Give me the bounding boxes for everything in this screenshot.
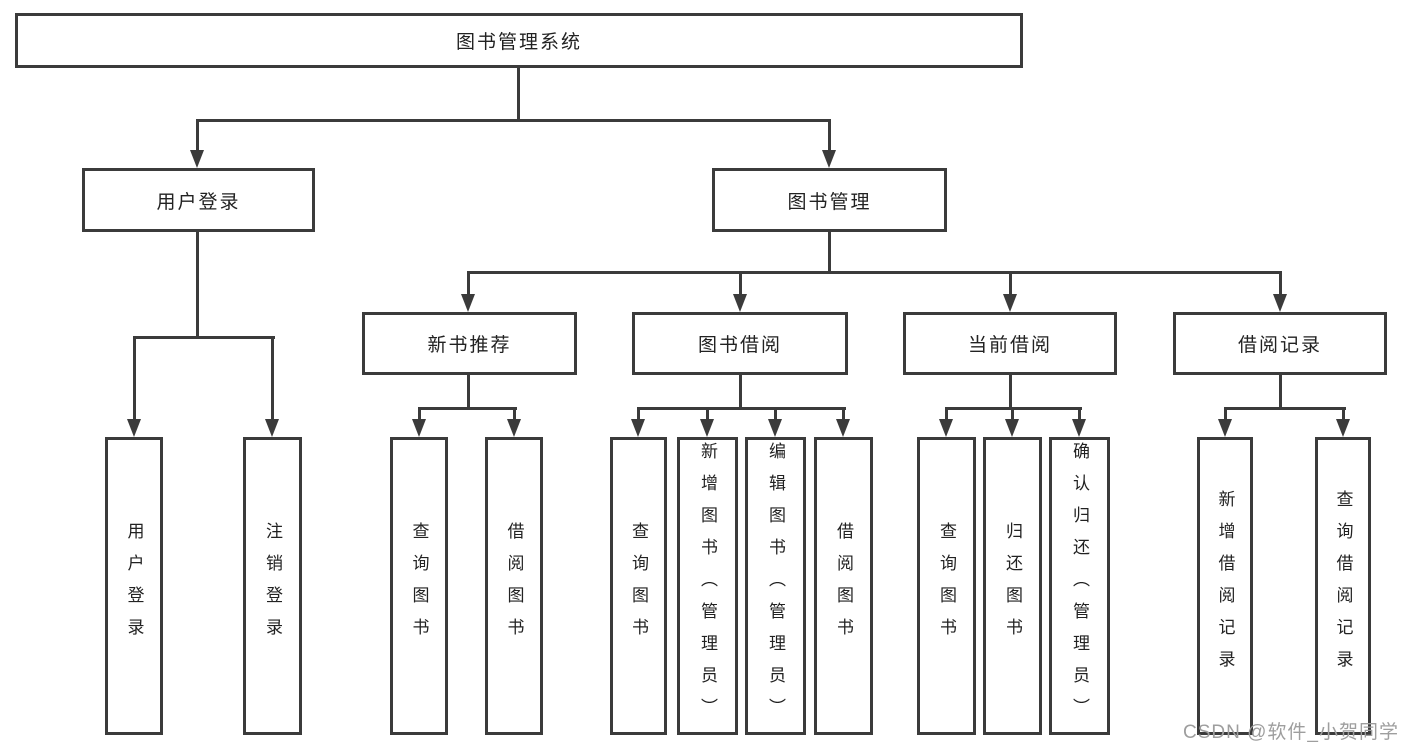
connector-leaf-user-login-drop — [133, 336, 136, 419]
node-book-management: 图书管理 — [712, 168, 947, 232]
connector-user-login-rail — [133, 336, 275, 339]
leaf-history-query-record: 查询借阅记录 — [1315, 437, 1371, 735]
connector-records-stem — [1279, 375, 1282, 407]
connector-rec-borrow-drop — [513, 407, 516, 419]
leaf-recommend-borrow-books: 借阅图书 — [485, 437, 543, 735]
arrowhead-recommend — [461, 294, 475, 312]
connector-borrow-drop — [739, 271, 742, 294]
node-borrow-records: 借阅记录 — [1173, 312, 1387, 375]
leaf-recommend-query-books: 查询图书 — [390, 437, 448, 735]
arrowhead-records — [1273, 294, 1287, 312]
arrowhead-current — [1003, 294, 1017, 312]
arrowhead-leaf-user-login — [127, 419, 141, 437]
leaf-current-return-books: 归还图书 — [983, 437, 1042, 735]
arrowhead-cur-query — [939, 419, 953, 437]
connector-current-stem — [1009, 375, 1012, 407]
connector-rec-query-drop — [418, 407, 421, 419]
connector-root-rail — [196, 119, 831, 122]
connector-bor-add-drop — [706, 407, 709, 419]
leaf-borrow-edit-books-admin: 编辑图书（管理员） — [745, 437, 806, 735]
node-user-login: 用户登录 — [82, 168, 315, 232]
arrowhead-bor-edit — [768, 419, 782, 437]
connector-user-login-stem — [196, 232, 199, 336]
arrowhead-leaf-logout — [265, 419, 279, 437]
connector-borrow-rail — [637, 407, 846, 410]
connector-current-drop — [1009, 271, 1012, 294]
connector-cur-confirm-drop — [1078, 407, 1081, 419]
connector-cur-query-drop — [945, 407, 948, 419]
leaf-borrow-borrow-books: 借阅图书 — [814, 437, 873, 735]
connector-book-mgmt-drop — [828, 119, 831, 150]
leaf-borrow-add-books-admin: 新增图书（管理员） — [677, 437, 738, 735]
connector-recommend-drop — [467, 271, 470, 294]
leaf-history-add-record: 新增借阅记录 — [1197, 437, 1253, 735]
connector-recommend-stem — [467, 375, 470, 407]
leaf-user-login: 用户登录 — [105, 437, 163, 735]
arrowhead-rec-query — [412, 419, 426, 437]
connector-user-login-drop — [196, 119, 199, 150]
connector-bor-borrow-drop — [842, 407, 845, 419]
connector-cur-return-drop — [1011, 407, 1014, 419]
node-new-book-recommend: 新书推荐 — [362, 312, 577, 375]
arrowhead-book-mgmt — [822, 150, 836, 168]
arrowhead-user-login — [190, 150, 204, 168]
connector-records-rail — [1224, 407, 1346, 410]
leaf-current-query-books: 查询图书 — [917, 437, 976, 735]
arrowhead-bor-borrow — [836, 419, 850, 437]
leaf-borrow-query-books: 查询图书 — [610, 437, 667, 735]
node-library-management-system: 图书管理系统 — [15, 13, 1023, 68]
arrowhead-borrow — [733, 294, 747, 312]
connector-book-mgmt-stem — [828, 232, 831, 271]
leaf-logout: 注销登录 — [243, 437, 302, 735]
connector-bor-query-drop — [637, 407, 640, 419]
arrowhead-cur-confirm — [1072, 419, 1086, 437]
arrowhead-hist-add — [1218, 419, 1232, 437]
connector-book-mgmt-rail — [467, 271, 1281, 274]
arrowhead-rec-borrow — [507, 419, 521, 437]
csdn-watermark: CSDN @软件_小贺同学 — [1183, 722, 1399, 743]
leaf-current-confirm-return-admin: 确认归还（管理员） — [1049, 437, 1110, 735]
arrowhead-bor-add — [700, 419, 714, 437]
connector-bor-edit-drop — [774, 407, 777, 419]
arrowhead-hist-query — [1336, 419, 1350, 437]
connector-borrow-stem — [739, 375, 742, 407]
arrowhead-cur-return — [1005, 419, 1019, 437]
connector-hist-add-drop — [1224, 407, 1227, 419]
connector-records-drop — [1279, 271, 1282, 294]
connector-hist-query-drop — [1342, 407, 1345, 419]
connector-recommend-rail — [418, 407, 517, 410]
arrowhead-bor-query — [631, 419, 645, 437]
node-current-borrow: 当前借阅 — [903, 312, 1117, 375]
node-book-borrow: 图书借阅 — [632, 312, 848, 375]
connector-leaf-logout-drop — [271, 336, 274, 419]
connector-root-stem — [517, 68, 520, 119]
